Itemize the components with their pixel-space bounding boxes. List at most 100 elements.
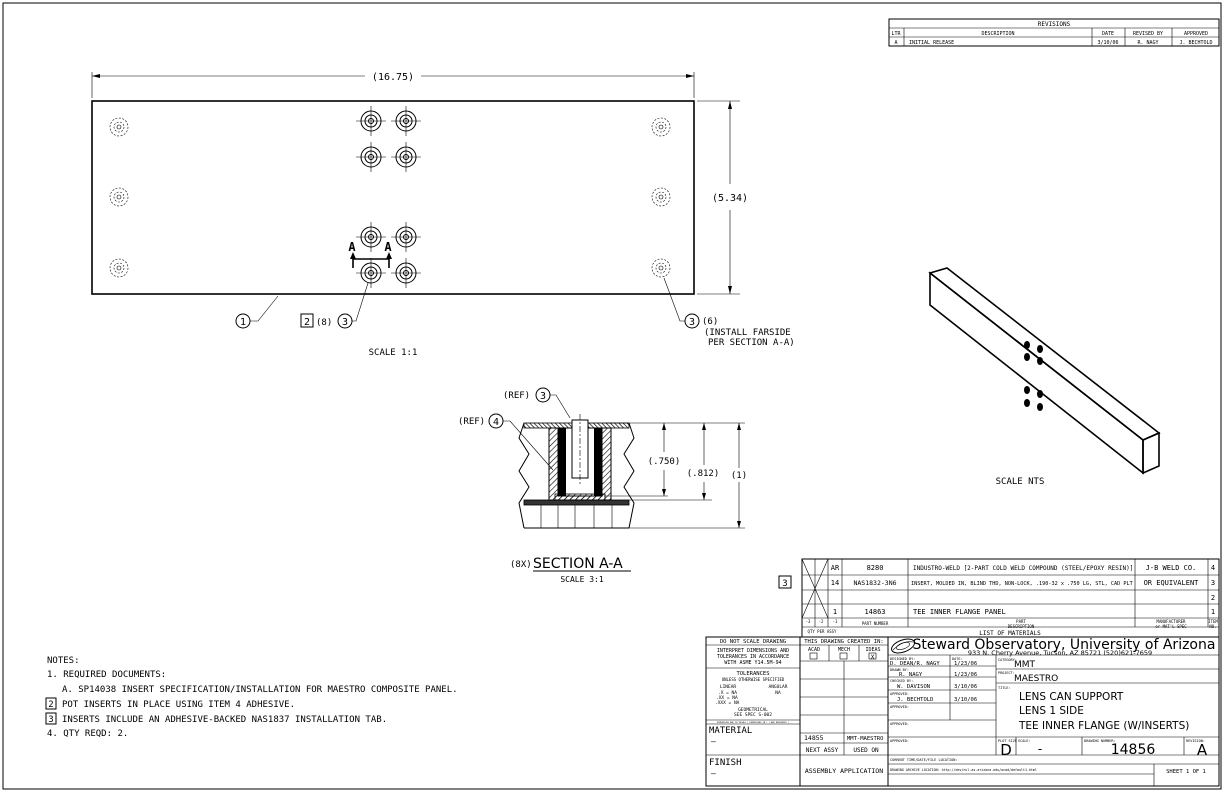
balloon-3-center-label: 3 — [342, 317, 348, 328]
bom-hdr-dash2: -2 — [819, 619, 824, 624]
approved-label-4: APPROVED: — [890, 739, 909, 743]
section-view: (REF) 3 (REF) 4 (.750) (.812) (1) (8X) S… — [458, 387, 747, 584]
bom-row-3-desc: INSERT, MOLDED IN, BLIND THD, NON-LOCK, … — [911, 581, 1133, 587]
note-flag-3-num: 3 — [48, 715, 53, 725]
tolerances-title: TOLERANCES — [736, 671, 769, 677]
bom-row-1-desc: TEE INNER FLANGE PANEL — [913, 608, 1006, 616]
bom-row: AR 8280 INDUSTRO-WELD [2-PART COLD WELD … — [831, 564, 1215, 572]
archive-location: DRAWING ARCHIVE LOCATION: http://dev/ncl… — [890, 768, 1037, 772]
install-note-line-1: (INSTALL FARSIDE — [704, 328, 791, 338]
rev-row-approved: J. BECHTOLD — [1179, 40, 1212, 46]
do-not-scale: DO NOT SCALE DRAWING — [720, 639, 786, 645]
bom-flag-3 — [778, 575, 792, 589]
title-line-1: LENS CAN SUPPORT — [1019, 691, 1124, 703]
note-1a: A. SP14038 INSERT SPECIFICATION/INSTALLA… — [62, 685, 458, 695]
bom-hdr-item-1: ITEM — [1208, 619, 1218, 624]
cad-mech-checkbox[interactable] — [839, 652, 848, 660]
rev-header-approved: APPROVED — [1184, 31, 1208, 37]
scale-value: - — [1038, 742, 1042, 756]
bom-row-4-part: 8280 — [867, 564, 884, 572]
rev-header-date: DATE — [1102, 31, 1114, 37]
bom-hdr-desc-1: PART — [1016, 619, 1026, 624]
revisions-block: REVISIONS LTR DESCRIPTION DATE REVISED B… — [888, 18, 1220, 47]
note-2: POT INSERTS IN PLACE USING ITEM 4 ADHESI… — [62, 700, 295, 710]
finish-value: – — [711, 769, 716, 778]
bom-row-3-qty: 14 — [831, 579, 839, 587]
section-title: SECTION A-A — [533, 556, 623, 572]
next-assy-label: NEXT ASSY — [806, 747, 839, 754]
used-on-value: MMT-MAESTRO — [847, 736, 883, 742]
organization-address: 933 N. Cherry Avenue, Tucson, AZ 85721 (… — [968, 649, 1152, 657]
note-1: 1. REQUIRED DOCUMENTS: — [47, 670, 166, 680]
geometrical-2: SEE SPEC S-002 — [734, 712, 772, 718]
plan-view-scale: SCALE 1:1 — [369, 348, 418, 358]
checked-by: W. DAVISON — [897, 684, 930, 690]
rev-row-ltr: A — [894, 40, 897, 46]
bom-title: LIST OF MATERIALS — [979, 630, 1041, 637]
drawn-by-label: DRAWN BY: — [890, 668, 909, 672]
cad-acad-label: ACAD — [808, 647, 820, 653]
plan-view: (16.75) (5.34) — [91, 72, 795, 358]
drawn-date: 1/23/06 — [954, 672, 977, 678]
checked-by-label: CHECKED BY: — [890, 679, 913, 683]
cad-acad-checkbox[interactable] — [809, 652, 818, 660]
note-flag-2 — [300, 313, 314, 328]
bom-hdr-desc-2: DESCRIPTION — [1008, 624, 1035, 629]
designed-by-label: DESIGNED BY: — [890, 657, 915, 661]
checked-date: 3/10/06 — [954, 684, 977, 690]
rev-row-date: 3/10/06 — [1097, 40, 1118, 46]
approved-by: J. BECHTOLD — [897, 697, 933, 703]
section-mark-right: A — [384, 240, 392, 254]
scale-label: SCALE: — [1018, 739, 1031, 743]
width-dimension: (16.75) — [372, 72, 414, 83]
ref-label-item-3: (REF) — [503, 391, 530, 401]
bom-row: 1 14863 TEE INNER FLANGE PANEL 1 — [833, 608, 1215, 616]
bom-row: 2 — [1211, 594, 1215, 602]
bom-flag-3-label: 3 — [782, 579, 787, 589]
title-line-2: LENS 1 SIDE — [1019, 705, 1084, 717]
bom-row: 14 NAS1832-3N6 INSERT, MOLDED IN, BLIND … — [831, 579, 1215, 587]
title-line-3: TEE INNER FLANGE (W/INSERTS) — [1018, 720, 1189, 732]
interpret-2: TOLERANCES IN ACCORDANCE — [717, 654, 789, 660]
panel-outline — [91, 100, 695, 295]
cad-ideas-checkbox[interactable] — [868, 652, 877, 660]
title-label: TITLE: — [998, 686, 1011, 690]
tol-angular-value: NA — [775, 690, 781, 696]
revisions-title: REVISIONS — [1038, 21, 1071, 28]
bom-row-3-mfr: OR EQUIVALENT — [1144, 579, 1200, 587]
interpret-1: INTERPRET DIMENSIONS AND — [717, 648, 789, 654]
tol-angular: ANGULAR — [769, 684, 788, 690]
nearside-inserts — [356, 106, 421, 288]
dim-1: (1) — [731, 471, 747, 481]
approved-label-1: APPROVED: — [890, 692, 909, 696]
height-dimension: (5.34) — [712, 193, 748, 204]
used-on-label: USED ON — [853, 747, 879, 754]
balloon-1-label: 1 — [240, 317, 246, 328]
section-cut-line: A A — [348, 240, 392, 268]
bom-hdr-dash1: -1 — [833, 619, 838, 624]
section-balloon-4-label: 4 — [493, 417, 499, 428]
project-value: MAESTRO — [1014, 674, 1058, 684]
farside-inserts — [109, 117, 671, 278]
project-label: PROJECT: — [998, 671, 1015, 675]
qty-8-label: (8) — [316, 318, 332, 328]
cad-ideas-check: X — [871, 654, 875, 661]
note-flag-2-label: 2 — [304, 317, 310, 328]
rev-header-ltr: LTR — [891, 31, 901, 37]
install-note-line-2: PER SECTION A-A) — [708, 338, 795, 348]
rev-header-description: DESCRIPTION — [981, 31, 1014, 37]
approved-label-2: APPROVED: — [890, 705, 909, 709]
revision-value: A — [1197, 741, 1208, 759]
geometrical-1: GEOMETRICAL — [738, 707, 768, 713]
note-flag-3-box — [45, 712, 57, 725]
category-label: CATEGORY: — [998, 658, 1017, 662]
bom-row-1-qty: 1 — [833, 608, 837, 616]
notes: NOTES: 1. REQUIRED DOCUMENTS: A. SP14038… — [45, 656, 458, 739]
note-3: INSERTS INCLUDE AN ADHESIVE-BACKED NAS18… — [62, 715, 387, 725]
approved-label-3: APPROVED: — [890, 722, 909, 726]
material-label: MATERIAL — [709, 726, 752, 736]
revision-label: REVISION: — [1186, 739, 1205, 743]
notes-heading: NOTES: — [47, 656, 80, 666]
assembly-application-label: ASSEMBLY APPLICATION — [805, 767, 883, 775]
